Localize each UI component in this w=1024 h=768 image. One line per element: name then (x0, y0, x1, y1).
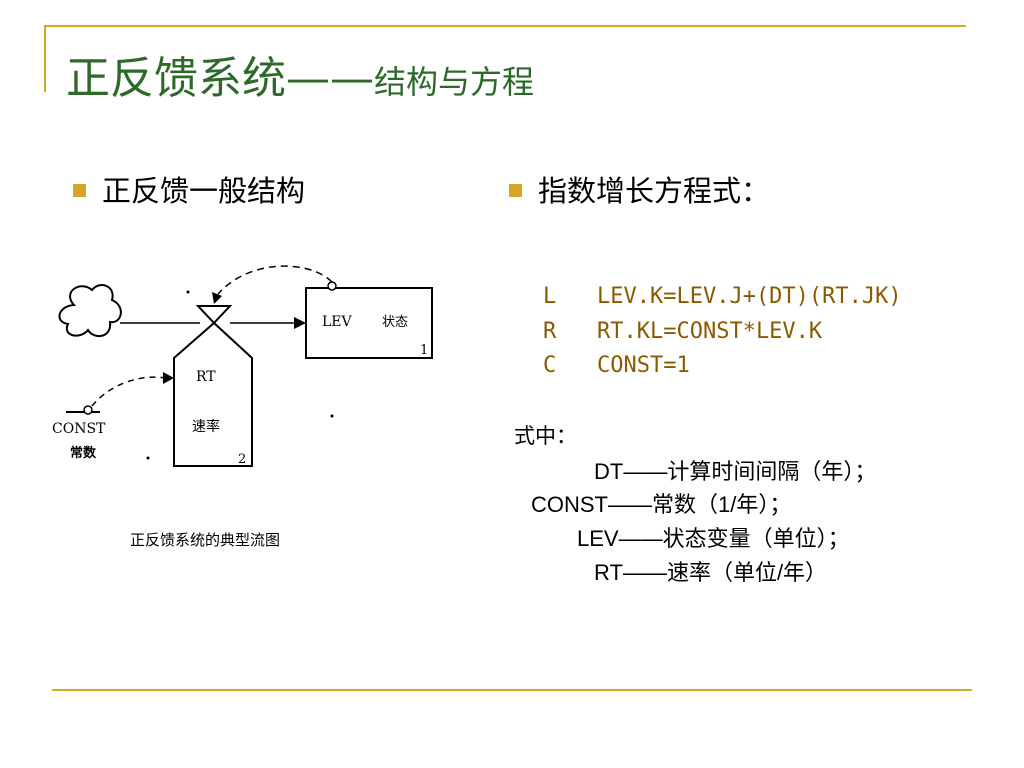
legend-item-const: CONST——常数（1/年）； (531, 487, 791, 519)
legend-item-dt: DT——计算时间间隔（年）； (594, 454, 876, 486)
legend-desc: ——状态变量（单位）； (618, 526, 850, 551)
info-link-const-to-rate (91, 376, 167, 407)
legend-heading: 式中： (514, 424, 577, 448)
legend-term: DT (594, 459, 624, 484)
legend-term: RT (594, 560, 623, 585)
diagram-caption: 正反馈系统的典型流图 (130, 531, 281, 549)
equation-expr: RT.KL=CONST*LEV.K (597, 319, 823, 344)
level-number: 1 (420, 343, 428, 358)
const-dot (83, 405, 93, 415)
level-box (305, 287, 433, 359)
const-label: CONST (52, 421, 106, 437)
bullet-square-icon (509, 183, 522, 197)
level-name: 状态 (382, 315, 408, 330)
equation-const: C CONST=1 (543, 353, 690, 378)
equation-expr: LEV.K=LEV.J+(DT)(RT.JK) (597, 284, 902, 309)
bullet-right: 指数增长方程式： (509, 168, 770, 210)
cloud-source-icon (58, 284, 122, 338)
slide-title: 正反馈系统——结构与方程 (66, 42, 534, 106)
equation-code: C (543, 353, 557, 378)
title-main: 正反馈系统—— (66, 53, 374, 104)
dot-mark (186, 290, 190, 294)
rate-name: 速率 (192, 418, 220, 435)
frame-top-line (44, 25, 966, 27)
legend-item-lev: LEV——状态变量（单位）； (577, 521, 850, 553)
level-label: LEV (322, 314, 353, 330)
dot-mark (146, 456, 150, 460)
legend-item-rt: RT——速率（单位/年） (594, 555, 827, 587)
level-info-dot (327, 281, 337, 291)
bullet-left-text: 正反馈一般结构 (102, 174, 306, 208)
equation-level: L LEV.K=LEV.J+(DT)(RT.JK) (543, 284, 902, 309)
const-name: 常数 (70, 445, 97, 461)
equation-expr: CONST=1 (597, 353, 690, 378)
legend-desc: ——计算时间间隔（年）； (623, 459, 877, 484)
dot-mark (330, 414, 334, 418)
equation-rate: R RT.KL=CONST*LEV.K (543, 319, 822, 344)
legend-desc: ——速率（单位/年） (622, 560, 828, 585)
rate-label: RT (196, 369, 216, 385)
legend-term: LEV (577, 526, 619, 551)
frame-bottom-line (52, 689, 972, 691)
legend-term: CONST (531, 492, 608, 517)
info-arrowhead (212, 292, 222, 304)
flow-arrowhead (294, 317, 306, 329)
equation-code: R (543, 319, 557, 344)
flow-diagram: RT 速率 2 LEV 状态 1 CONST 常数 (52, 265, 433, 467)
equation-code: L (543, 284, 557, 309)
bullet-right-text: 指数增长方程式： (538, 174, 771, 208)
rate-number: 2 (238, 452, 246, 467)
bullet-left: 正反馈一般结构 (73, 168, 305, 210)
const-arrowhead (163, 372, 174, 384)
frame-left-line (44, 25, 46, 92)
bullet-square-icon (73, 183, 86, 197)
rate-box (173, 321, 253, 467)
info-link-level-to-rate (217, 265, 333, 295)
title-sub: 结构与方程 (374, 63, 535, 101)
legend-desc: ——常数（1/年）； (608, 492, 792, 517)
